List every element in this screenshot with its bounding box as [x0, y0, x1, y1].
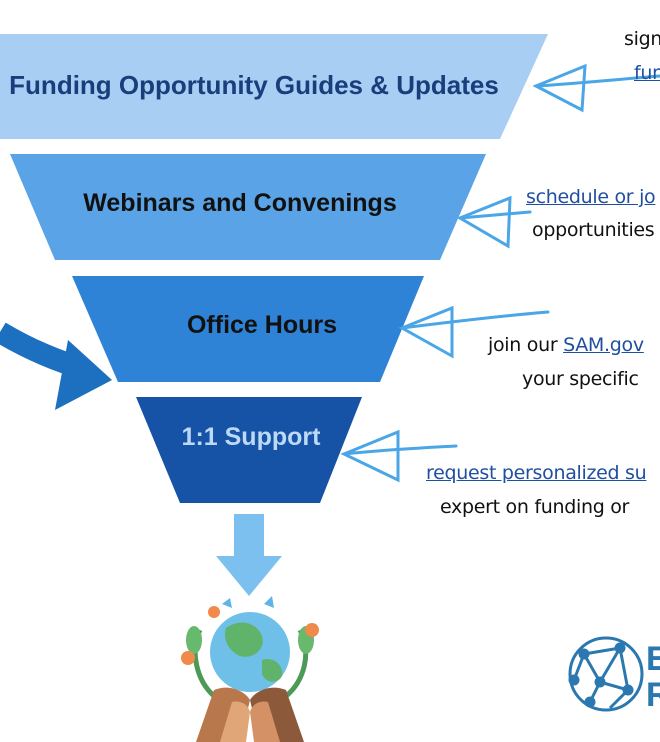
- note-1-link[interactable]: fun: [634, 62, 660, 84]
- note-2-link[interactable]: schedule or jo: [526, 186, 656, 208]
- tier-1-label: Funding Opportunity Guides & Updates: [9, 70, 499, 100]
- logo-letter-bottom: R: [646, 676, 660, 714]
- tier-4-label: 1:1 Support: [181, 423, 321, 451]
- funnel-tier-1-shape: [0, 34, 548, 139]
- funnel-tier-4-shape: [136, 397, 362, 503]
- note-4-line-2: expert on funding or: [440, 496, 630, 518]
- tier-2-pointer-arrow: [456, 195, 532, 249]
- note-2-line-2: opportunities: [532, 219, 655, 241]
- logo-network-icon: [568, 636, 644, 712]
- tier-3-pointer-arrow: [398, 305, 550, 359]
- note-3-line-1: join our SAM.gov: [488, 334, 644, 356]
- note-3-prefix: join our: [488, 334, 564, 356]
- funnel-tier-3-shape: [72, 276, 424, 382]
- tier-3-label: Office Hours: [186, 311, 338, 339]
- note-1-line-1: sign: [624, 28, 660, 50]
- big-curved-arrow: [0, 322, 112, 410]
- logo-letter-top: E: [646, 640, 660, 678]
- tier-1-pointer-arrow: [532, 63, 660, 113]
- note-3-link[interactable]: SAM.gov: [563, 334, 644, 356]
- tier-2-label: Webinars and Convenings: [83, 189, 397, 217]
- earth-in-hands-illustration: [181, 596, 319, 742]
- funnel-tier-2-shape: [10, 154, 486, 260]
- tier-4-pointer-arrow: [340, 429, 458, 483]
- note-4-link[interactable]: request personalized su: [426, 462, 647, 484]
- down-arrow: [216, 514, 282, 596]
- note-3-line-2: your specific: [522, 368, 639, 390]
